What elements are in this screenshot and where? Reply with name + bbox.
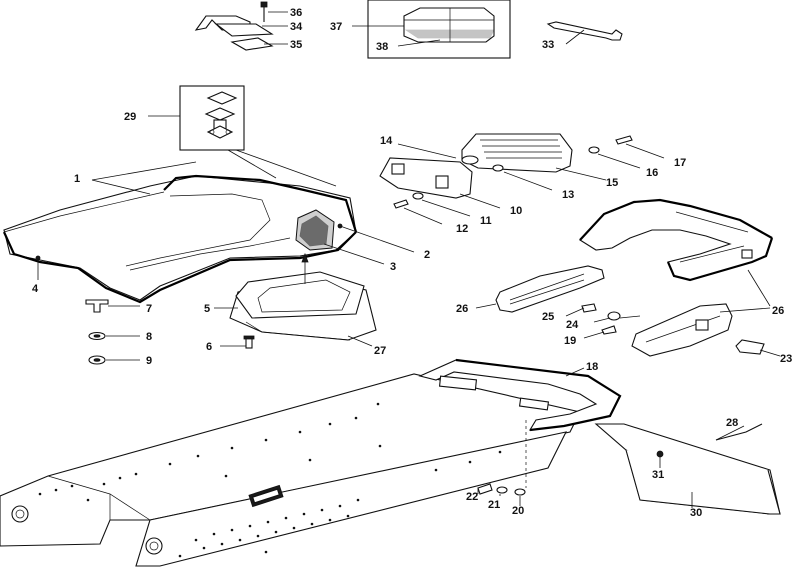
callout-19: 19 [564,335,576,347]
callout-26-left: 26 [456,303,468,315]
reflector-part [735,339,765,355]
callout-21: 21 [488,499,500,511]
washer-part [88,331,106,341]
callout-26-right: 26 [772,305,784,317]
screw-17-part [615,135,633,145]
pad-box [367,0,511,59]
callout-labels: 36 34 35 37 38 33 29 1 4 2 3 14 17 16 15… [32,7,792,519]
callout-10: 10 [510,205,522,217]
callout-23: 23 [780,353,792,365]
callout-11: 11 [480,215,492,227]
taillight-housing-part [379,157,473,199]
callout-3: 3 [390,261,396,273]
callout-35: 35 [290,39,302,51]
callout-4: 4 [32,283,39,295]
callout-27: 27 [374,345,386,357]
callout-13: 13 [562,189,574,201]
callout-33: 33 [542,39,554,51]
seat-part [2,174,358,304]
callout-2: 2 [424,249,430,261]
callout-5: 5 [204,303,210,315]
wrench-part [546,21,623,41]
right-cap-part [631,303,733,357]
callout-12: 12 [456,223,468,235]
plate-part [230,37,274,51]
grommet-part [492,164,504,172]
bolt-part [260,1,268,22]
screw-16-part [588,146,600,154]
callout-16: 16 [646,167,658,179]
nut-part [88,355,106,365]
tunnel-part [0,358,622,567]
callout-17: 17 [674,157,686,169]
screw-19-part [601,325,617,335]
mount-kit-box [179,85,245,151]
callout-6: 6 [206,341,212,353]
callout-20: 20 [512,505,524,517]
callout-29: 29 [124,111,136,123]
callout-1: 1 [74,173,80,185]
callout-15: 15 [606,177,618,189]
callout-31: 31 [652,469,664,481]
callout-24: 24 [566,319,579,331]
snow-flap-part [594,423,781,515]
t-bolt-part [85,299,109,313]
callout-25: 25 [542,311,554,323]
screw-12-part [393,199,409,209]
callout-8: 8 [146,331,152,343]
clip-24-part [607,311,621,321]
left-cap-part [495,265,605,313]
bracket-part [194,15,274,37]
bolt-22-part [477,483,493,495]
bulb-part [461,155,479,165]
screw-part [243,335,255,349]
washer-21-part [496,486,508,494]
callout-30: 30 [690,507,702,519]
callout-36: 36 [290,7,302,19]
grab-handle-part [579,198,774,282]
callout-9: 9 [146,355,152,367]
callout-14: 14 [380,135,393,147]
callout-38: 38 [376,41,388,53]
nut-20-part [514,488,526,496]
callout-37: 37 [330,21,342,33]
callout-22: 22 [466,491,478,503]
storage-tray-part [229,252,377,341]
taillight-lens-part [461,133,573,173]
callout-34: 34 [290,21,303,33]
callout-7: 7 [146,303,152,315]
callout-28: 28 [726,417,738,429]
screw-25-part [581,303,597,313]
washer-11-part [412,192,424,200]
callout-18: 18 [586,361,598,373]
